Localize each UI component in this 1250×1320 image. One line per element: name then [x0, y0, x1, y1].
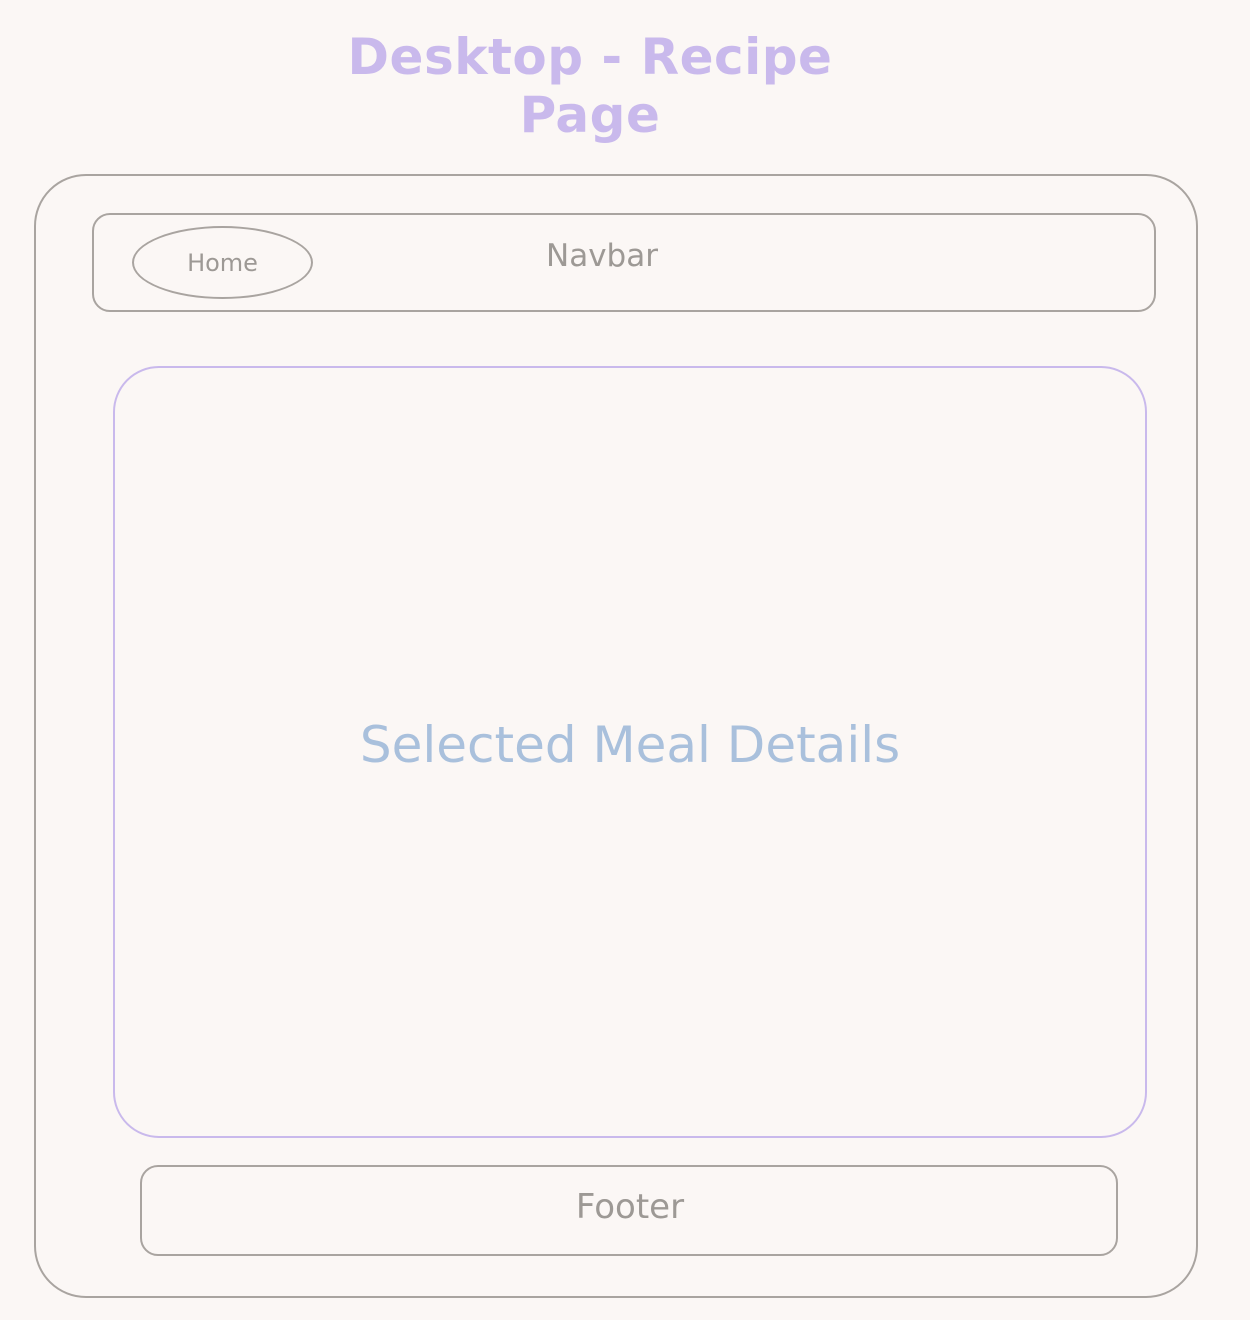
- navbar: [92, 213, 1156, 312]
- desktop-frame: [34, 174, 1198, 1298]
- selected-meal-details-label: Selected Meal Details: [359, 716, 901, 774]
- selected-meal-details-panel: [113, 366, 1147, 1138]
- navbar-label: Navbar: [546, 238, 658, 274]
- footer-label: Footer: [575, 1187, 685, 1227]
- home-button[interactable]: Home: [132, 226, 313, 299]
- footer: [140, 1165, 1118, 1256]
- page-title: Desktop - Recipe Page: [347, 28, 833, 144]
